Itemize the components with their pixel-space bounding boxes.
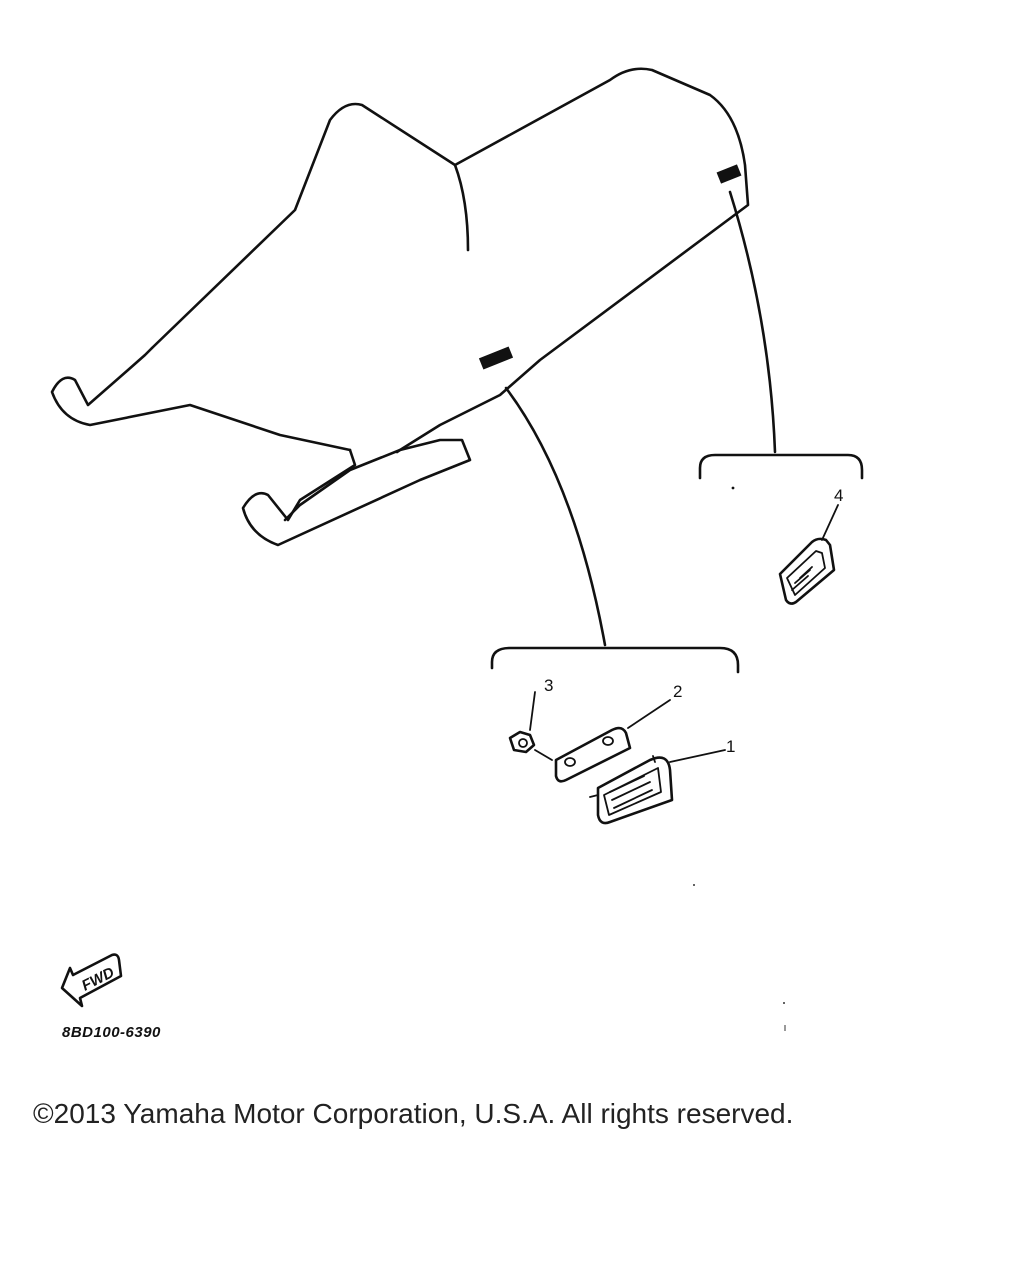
copyright-text: ©2013 Yamaha Motor Corporation, U.S.A. A… [33,1098,794,1129]
decal-mark-rear [716,164,742,184]
fwd-arrow-icon: FWD [60,953,123,1008]
leader-line-side [504,386,607,647]
callout-4: 4 [834,486,843,505]
bracket-group-bottom [490,646,740,674]
leader-line-rear [728,190,777,454]
badge-part-1 [589,755,674,825]
decal-mark-side [478,346,514,370]
part-number: 8BD100-6390 [62,1024,161,1041]
snowmobile-outline [50,67,750,547]
callout-2: 2 [673,682,682,701]
bracket-group-right [698,453,864,480]
callout-1: 1 [726,737,735,756]
nut-part-3 [508,730,536,754]
emblem-part-4 [778,537,836,605]
plate-part-2 [554,726,632,783]
callout-3: 3 [544,676,553,695]
